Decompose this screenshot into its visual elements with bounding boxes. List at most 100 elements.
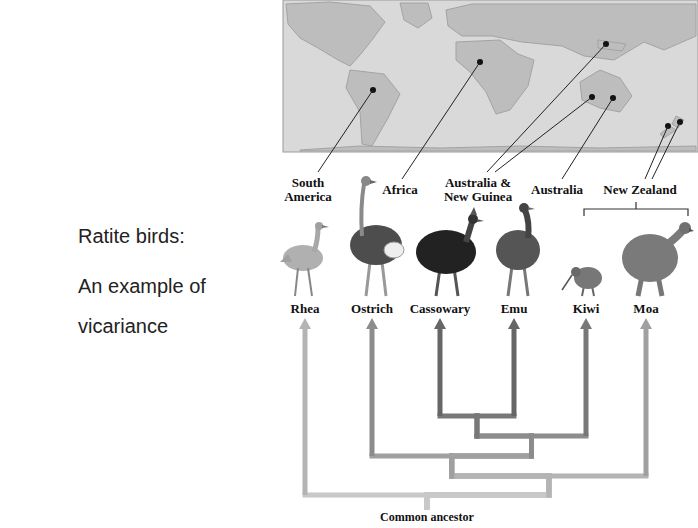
branch-segment [529,436,534,456]
tree-branch [427,318,652,510]
side-note: An example of vicariance [78,266,238,346]
bracket [584,202,688,216]
branch-segment [546,476,551,495]
branch-segment [452,454,532,459]
legs [295,268,312,296]
branch-segment [449,456,454,476]
node-text: Cassowary [410,301,471,316]
location-dots [370,41,683,129]
branch-segment [452,474,549,479]
arrow-head [434,318,446,329]
cassowary-figure [416,207,484,296]
arrow-head [640,318,652,329]
north-america [286,2,385,66]
branch-segment [305,493,427,498]
branch-segment [529,436,534,456]
neck [314,228,318,252]
branch-segment [474,416,479,436]
branch-segment [427,493,549,498]
branch-segment [452,454,532,459]
node-text: Moa [633,301,658,316]
region-label: Australia & New Guinea [439,176,517,204]
beak [370,180,377,184]
kiwi-figure [562,267,602,296]
casque [470,207,477,215]
head [679,222,691,234]
branch-segment [583,328,588,436]
beak [528,207,535,210]
map-ground [283,0,698,152]
branch-segment [531,434,586,439]
rhea-figure [280,222,329,296]
branch-segment [452,474,549,479]
africa [456,40,534,114]
region-label: New Zealand [597,183,683,197]
antarctica [300,146,696,151]
branch-segment [302,328,307,495]
branch-segment [477,414,514,419]
branch-segment [546,476,551,495]
arrow-head [366,318,378,329]
legs [508,266,528,296]
branch-segment [549,474,646,479]
branch-segment [452,454,532,459]
tree-branch [366,318,549,510]
head [315,222,323,230]
branch-segment [449,456,454,476]
branch-segment [427,493,549,498]
wing-plumes [384,242,404,258]
leader-line [652,122,680,179]
node-text: Ostrich [351,301,393,316]
head [468,214,478,224]
new-guinea [598,40,626,51]
branch-segment [369,328,374,456]
australia [580,70,632,112]
branch-segment [546,476,551,495]
branch-segment [437,328,442,416]
beak [477,219,484,222]
tree-branch [299,318,427,510]
neck [525,210,529,238]
branch-segment [474,416,479,436]
branch-segment [427,493,549,498]
world-map [283,0,698,152]
arrow-head [508,318,520,329]
branch-segment [477,434,532,439]
region-label: South America [268,176,348,204]
side-note: Ratite birds: [78,216,248,256]
branch-segment [449,456,454,476]
branch-segment [427,493,549,498]
root-label: Common ancestor [380,510,474,524]
branch-segment [546,476,551,495]
legs [366,262,386,296]
neck [361,184,364,236]
node-text: Emu [501,301,528,316]
greenland [400,3,432,28]
taxon-label: Rhea [291,301,320,316]
beak [322,225,329,228]
taxon-label: Ostrich [351,301,393,316]
leader-line [487,44,606,172]
leader-line [318,90,373,172]
body [496,230,540,270]
branch-segment [546,476,551,495]
node-text: Common ancestor [380,510,474,524]
taxon-label: Emu [501,301,528,316]
tail [280,254,292,262]
branch-segment [427,493,549,498]
node-text: Kiwi [573,301,600,316]
branch-segment [511,328,516,416]
arrow-head [299,318,311,329]
taxon-label: Kiwi [573,301,600,316]
branch-segment [440,414,477,419]
branch-segment [529,436,534,456]
beak [689,228,694,232]
branch-segment [477,434,532,439]
tree-branch [427,318,549,510]
leader-lines [318,44,680,179]
branch-segment [644,328,649,476]
tree-branch [427,318,592,510]
tree-branch [427,318,549,510]
